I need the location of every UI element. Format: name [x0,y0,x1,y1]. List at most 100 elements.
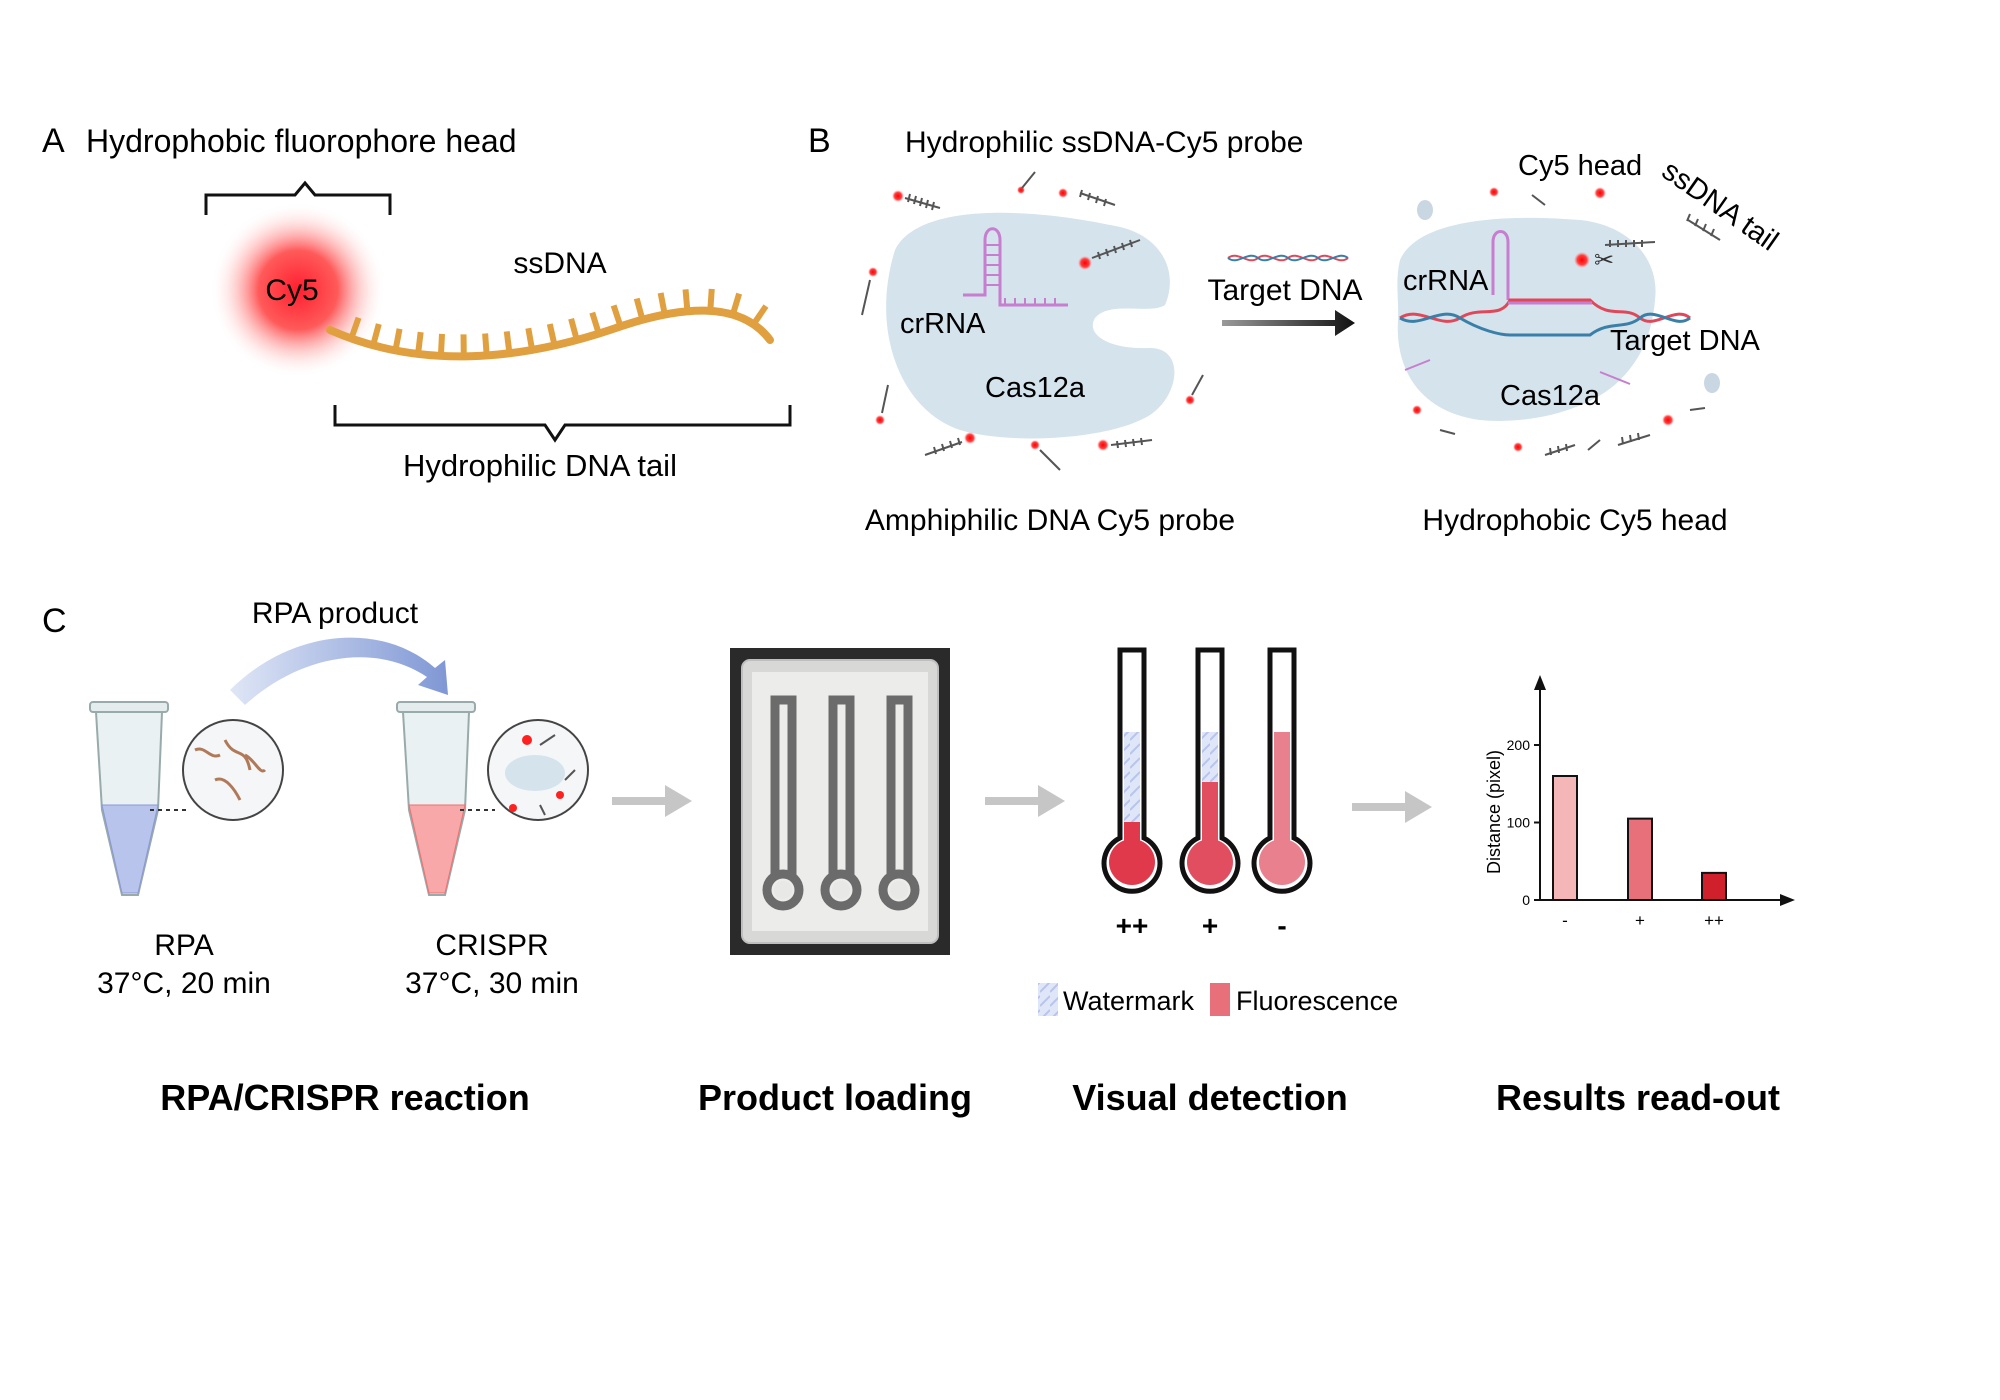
panel-c: C RPA product RPA 37°C, 20 min CRIS [42,597,1795,1118]
stage-title: Product loading [698,1077,972,1118]
cy5-label: Cy5 [265,274,318,307]
legend-fluorescence-label: Fluorescence [1236,986,1398,1016]
bar-2 [1627,817,1653,901]
ssdna-base [589,311,602,335]
x-tick-label: ++ [1704,911,1724,930]
target-dna-duplex-bottom [1399,312,1691,337]
panel-b-letter: B [808,122,831,160]
ssdna-label: ssDNA [513,247,606,280]
bottom-left-label: Amphiphilic DNA Cy5 probe [865,504,1235,537]
bottom-right-label: Hydrophobic Cy5 head [1422,504,1727,537]
stage-title: RPA/CRISPR reaction [160,1077,529,1118]
head-bracket [204,180,392,215]
bar-1 [1552,775,1578,901]
crrna-right-hairpin [1491,230,1510,300]
paper-device-photo [730,648,950,955]
target-dna-right-label: Target DNA [1610,325,1761,357]
probe [875,384,889,425]
cas12a-left-body [886,212,1175,439]
arrow-label: Target DNA [1207,274,1362,307]
cleaved-probes: ✂ [1404,187,1721,456]
cy5-head-label: Cy5 head [1518,150,1642,182]
step-arrow-1 [612,785,692,817]
cas12a-left-label: Cas12a [985,372,1086,404]
panel-b: B Hydrophilic ssDNA-Cy5 probe crRNA Cas1… [808,122,1784,537]
probe [892,190,941,211]
probe-top-label: Hydrophilic ssDNA-Cy5 probe [905,126,1303,159]
rpa-tube [89,701,284,896]
ssdna-strand [326,288,774,361]
ion-icon [1704,373,1720,393]
cleaved-cy5-dot [1574,252,1590,268]
ssdna-base [392,328,403,351]
rpa-product-label: RPA product [252,597,419,630]
ssdna-base [525,327,536,351]
probes-left [861,171,1204,471]
ssdna-base [657,292,668,316]
probe [1078,239,1141,270]
transfer-arrow [230,637,448,705]
legend-fluorescence-swatch [1210,983,1230,1016]
probe [1017,171,1036,194]
x-tick-label: + [1635,911,1645,930]
y-tick-label: 0 [1522,892,1530,908]
head-label: Hydrophobic fluorophore head [86,123,517,159]
thermo-label: ++ [1116,910,1149,941]
legend-watermark-swatch [1038,983,1058,1016]
crrna-left-hairpin [963,227,1068,307]
ssdna-base [370,323,382,347]
scissors-icon: ✂ [1594,247,1614,274]
x-axis-arrowhead [1780,894,1795,906]
panel-a: A Hydrophobic fluorophore head Cy5 ssDNA… [42,122,792,483]
probe [1058,188,1116,207]
thermometer-strong [1101,647,1163,894]
panel-a-letter: A [42,122,65,160]
crispr-tube [396,701,589,896]
ssdna-base [348,316,362,340]
y-axis-label: Distance (pixel) [1484,750,1504,874]
crrna-right-label: crRNA [1403,265,1489,297]
crrna-left-label: crRNA [900,308,986,340]
tail-label: Hydrophilic DNA tail [403,448,677,483]
probe [924,432,976,456]
reaction-arrow [1222,310,1355,336]
step-arrow-2 [985,785,1065,817]
probe [1030,440,1061,471]
bar-3 [1701,871,1727,901]
crispr-cond: 37°C, 30 min [405,967,579,1000]
ssdna-base [503,331,513,354]
ssdna-tail-label: ssDNA tail [1656,155,1784,258]
target-dna-icon-strand2 [1227,254,1349,262]
thermometer-negative [1251,647,1313,894]
ssdna-base [633,297,646,321]
probe [1185,374,1204,405]
tail-bracket [333,405,792,443]
cas12a-right-label: Cas12a [1500,380,1601,412]
ssdna-base [682,289,691,312]
ssdna-base [546,323,558,347]
stage-title: Results read-out [1496,1077,1780,1118]
crrna-left-ticks [985,244,1056,305]
y-axis-arrowhead [1534,675,1546,690]
stage-title: Visual detection [1072,1077,1347,1118]
step-arrow-3 [1352,791,1432,823]
ssdna-base [482,333,490,356]
y-tick-label: 100 [1507,815,1531,831]
target-dna-duplex-top [1399,298,1691,323]
ion-icon [1417,200,1433,220]
panel-c-letter: C [42,602,67,640]
ssdna-base [729,292,743,316]
probe [861,267,878,316]
ssdna-base [437,333,446,357]
cas12a-right-body [1397,217,1656,421]
ssdna-base [415,331,424,355]
thermo-label: + [1202,910,1218,941]
x-tick-label: - [1562,911,1568,930]
ssdna-base [568,317,580,341]
rpa-cond: 37°C, 20 min [97,967,271,1000]
ssdna-base [610,304,624,328]
crispr-name: CRISPR [435,929,548,962]
ssdna-base [707,288,715,312]
